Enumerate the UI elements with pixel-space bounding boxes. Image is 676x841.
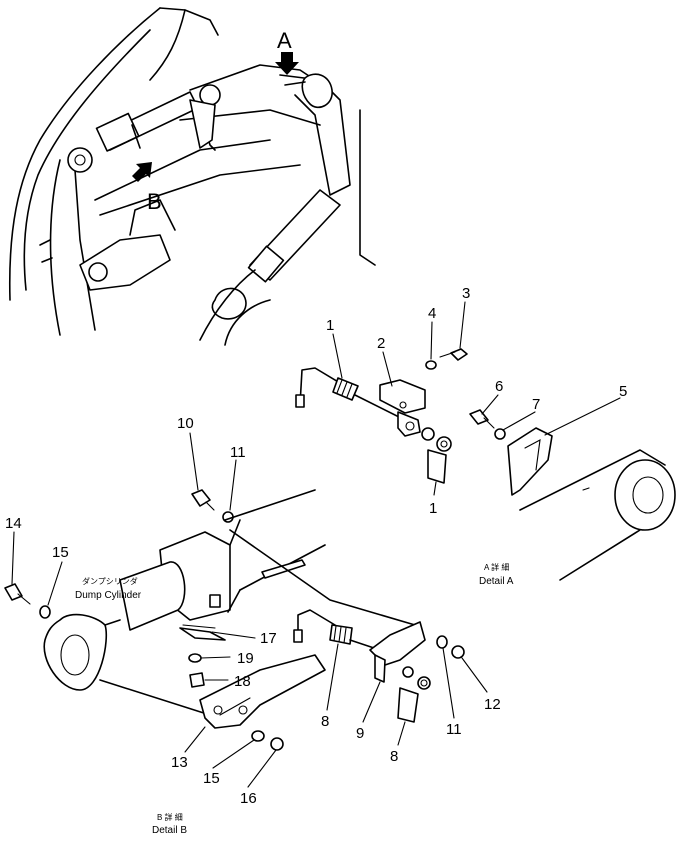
loader-arm-assembly — [8, 7, 376, 346]
view-a-label: A — [277, 28, 292, 53]
detail-a-label-en: Detail A — [479, 576, 514, 587]
callout-17: 17 — [260, 630, 277, 647]
callout-7: 7 — [532, 396, 540, 413]
callout-13: 13 — [171, 754, 188, 771]
callout-4: 4 — [428, 305, 436, 322]
detail-b-assembly — [4, 489, 465, 751]
view-b-arrow — [132, 162, 152, 182]
detail-a-assembly — [295, 348, 676, 581]
callout-1-lower: 1 — [429, 500, 437, 517]
callout-16: 16 — [240, 790, 257, 807]
callout-2: 2 — [377, 335, 385, 352]
callout-9: 9 — [356, 725, 364, 742]
callout-19: 19 — [237, 650, 254, 667]
callout-12: 12 — [484, 696, 501, 713]
callout-10: 10 — [177, 415, 194, 432]
callout-6: 6 — [495, 378, 503, 395]
callout-18: 18 — [234, 673, 251, 690]
dump-cylinder-label-jp: ダンプシリンダ — [82, 576, 138, 586]
view-b-label: B — [147, 189, 162, 214]
callout-3: 3 — [462, 285, 470, 302]
leader-lines — [11, 301, 621, 788]
callout-8-left: 8 — [321, 713, 329, 730]
dump-cylinder-label-en: Dump Cylinder — [75, 590, 142, 601]
callout-14: 14 — [5, 515, 22, 532]
callout-numbers: 1 2 3 4 5 6 7 1 10 11 14 15 17 19 18 8 9… — [5, 285, 627, 807]
detail-a-label-jp: A 詳 細 — [484, 562, 509, 572]
callout-11-upper: 11 — [230, 444, 246, 461]
detail-b-label-en: Detail B — [152, 825, 187, 836]
detail-b-label-jp: B 詳 細 — [157, 812, 183, 822]
view-a-arrow — [275, 52, 299, 75]
callout-8-right: 8 — [390, 748, 398, 765]
callout-15-lower: 15 — [203, 770, 220, 787]
callout-5: 5 — [619, 383, 627, 400]
callout-1: 1 — [326, 317, 334, 334]
callout-15-left: 15 — [52, 544, 69, 561]
callout-11-lower: 11 — [446, 721, 462, 738]
